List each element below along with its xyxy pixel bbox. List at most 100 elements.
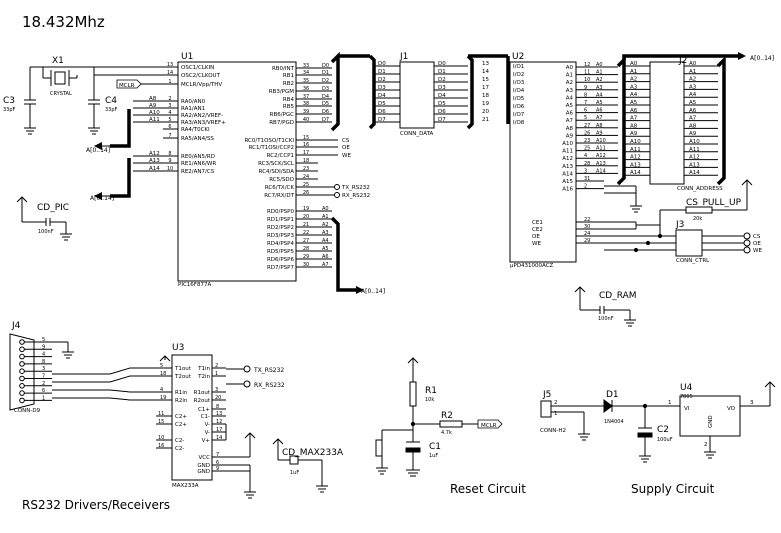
u2-addr-net-label: A9	[596, 130, 603, 136]
u2-io-pin-number: 13	[482, 61, 489, 67]
u1-left-net-label: A13	[149, 158, 160, 164]
ctrl-wiring	[604, 221, 676, 253]
u1-pin-name: RA0/AN0	[181, 99, 206, 105]
u1-pin-name: OSC1/CLKIN	[181, 65, 214, 71]
j2-right-label: A4	[689, 92, 697, 98]
bus-label-left2: A[0..14]	[90, 195, 114, 202]
u3-pin-number: 17	[216, 427, 222, 433]
u1-pin-number: 33	[303, 63, 309, 69]
u3-pin-number: 20	[215, 395, 221, 401]
u3-pin-number: 12	[216, 419, 222, 425]
u2-ctrl-pin-name: CE2	[532, 227, 543, 233]
j4-pin-contact	[19, 368, 25, 375]
u2-addr-pin-name: A3	[566, 88, 574, 94]
u1-left-net-label: A11	[149, 117, 160, 123]
u2-addr-pin-number: 25	[584, 146, 590, 152]
reset-circuit	[375, 357, 503, 477]
u2-addr-pin-number: 3	[584, 168, 587, 174]
u2-part: µPD431000ACZ	[510, 263, 554, 269]
u3-pin-name: C2+	[175, 414, 187, 420]
u3-pin-name: T2out	[174, 374, 192, 380]
u3-pin-name: T1in	[197, 366, 210, 372]
j4-pin-contact	[19, 339, 25, 345]
u1-pin-name: RA2/AN2/VREF-	[181, 113, 223, 119]
u3-power-wiring	[159, 355, 256, 499]
j4-pin-contact	[19, 361, 25, 367]
u1-left-net-label: A14	[149, 166, 160, 172]
j3-port	[743, 246, 751, 254]
u2-addr-pin-number: 7	[584, 100, 587, 106]
j2-ref: J2	[678, 56, 687, 66]
u2-addr-net-label: A7	[596, 115, 603, 121]
cd-max233a-cap	[272, 438, 328, 493]
j3-name: CONN_CTRL	[676, 258, 710, 264]
u2-addr-pin-number: 2	[584, 184, 587, 190]
r1-ref: R1	[425, 386, 437, 396]
u3-pin-name: R2in	[175, 398, 188, 404]
j1-left-label: D6	[378, 109, 386, 115]
u2-addr-pin-name: A5	[566, 103, 574, 109]
j2-left-label: A13	[630, 162, 641, 168]
u2-io-pin-name: I/O4	[513, 88, 525, 94]
u1-pin-number: 29	[303, 254, 309, 260]
u1-pin-number: 1	[168, 79, 171, 85]
u1-bus-net-label: A3	[322, 230, 329, 236]
u1-pic16f877a: U1 PIC16F877A OSC1/CLKIN13OSC2/CLKOUT14M…	[133, 52, 370, 288]
u1-pin-number: 5	[168, 117, 171, 123]
u1-pin-name: RD0/PSP0	[267, 209, 295, 215]
u2-ctrl-pin-number: 29	[584, 238, 590, 244]
j1-right-label: D5	[438, 101, 446, 107]
u1-pin-number: 21	[303, 222, 309, 228]
cd-ram-ref: CD_RAM	[599, 291, 637, 301]
u1-pin-name: RE0/AN5/RD	[181, 154, 215, 160]
j3-port	[743, 232, 751, 240]
u3-pin-number: 8	[216, 404, 219, 410]
u2-ctrl-pin-name: WE	[532, 241, 541, 247]
u1-pin-number: 23	[303, 166, 309, 172]
u1-pin-name: RB3/PGM	[269, 89, 295, 95]
u2-addr-pin-name: A1	[566, 73, 573, 79]
u2-addr-net-label: A8	[596, 123, 603, 129]
c3-value: 33pF	[3, 107, 16, 113]
j2-left-label: A12	[630, 155, 641, 161]
u1-serial-net-label: TX_RS232	[341, 185, 370, 191]
u1-pin-name: RD7/PSP7	[267, 265, 295, 271]
u1-bus-net-label: D7	[322, 117, 329, 123]
j4-pin-number: 7	[42, 374, 45, 380]
u2-addr-pin-number: 27	[584, 123, 590, 129]
j1-left-label: D0	[378, 61, 386, 67]
j2-right-label: A12	[689, 155, 700, 161]
cd-max233a-ref: CD_MAX233A	[282, 448, 344, 458]
u1-pin-number: 7	[168, 133, 171, 139]
u1-pin-name: RA1/AN1	[181, 106, 205, 112]
j3-port	[743, 239, 751, 247]
bus-label-left1: A[0..14]	[86, 147, 110, 154]
u3-pin-name: C1-	[201, 414, 210, 420]
j4-ground	[52, 341, 74, 359]
u2-addr-net-label: A3	[596, 85, 603, 91]
u1-pin-name: RC3/SCK/SCL	[258, 161, 295, 167]
u1-pin-number: 40	[303, 117, 309, 123]
u1-pin-name: MCLR/Vpp/THV	[181, 82, 222, 88]
j3-ref: J3	[675, 220, 684, 230]
cd-pic-value: 100nF	[38, 229, 54, 235]
cs-pull-up	[659, 179, 753, 236]
u2-addr-pin-name: A10	[562, 141, 573, 147]
u3-pin-number: 19	[160, 395, 166, 401]
crystal-section	[24, 66, 163, 135]
u1-pin-number: 4	[168, 110, 171, 116]
u1-pin-number: 35	[303, 78, 309, 84]
u1-pin-name: RE1/AN6/WR	[181, 161, 216, 167]
u1-bus-net-label: D3	[322, 86, 329, 92]
u4-pin-vi: 1	[668, 400, 672, 406]
u1-pin-name: RD3/PSP3	[267, 233, 295, 239]
u1-pin-name: RB1	[283, 73, 294, 79]
u1-pin-number: 34	[303, 70, 309, 76]
u3-pin-name: T1out	[174, 366, 192, 372]
u1-ctrl-net-label: OE	[342, 145, 350, 151]
